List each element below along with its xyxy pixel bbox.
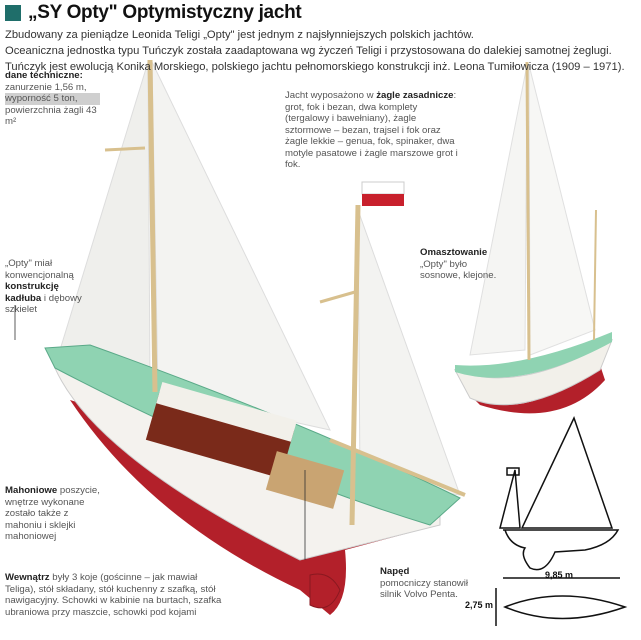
small-yacht-hull-red bbox=[470, 365, 605, 414]
planking-note: Mahoniowe poszycie, wnętrze wykonane zos… bbox=[5, 485, 105, 543]
note-text: i dębowy szkielet bbox=[5, 292, 82, 316]
small-yacht-mast bbox=[525, 61, 531, 361]
intro-line: Oceaniczna jednostka typu Tuńczyk został… bbox=[5, 45, 612, 57]
cabin bbox=[145, 391, 295, 479]
small-yacht-sail bbox=[528, 64, 596, 356]
beam-label: 2,75 m bbox=[465, 600, 494, 610]
note-bold: Omasztowanie bbox=[420, 247, 488, 258]
specs-block: dane techniczne: zanurzenie 1,56 m, wypo… bbox=[5, 70, 100, 128]
note-text: poszycie, wnętrze wykonane zostało także… bbox=[5, 485, 100, 542]
interior-note: Wewnątrz były 3 koje (gościnne – jak maw… bbox=[5, 572, 227, 618]
rudder bbox=[309, 573, 341, 609]
sails-note: Jacht wyposażono w żagle zasadnicze: gro… bbox=[285, 90, 460, 171]
note-text: pomocniczy stanowił silnik Volvo Penta. bbox=[380, 577, 468, 601]
intro-line: Zbudowany za pieniądze Leonida Teligi „O… bbox=[5, 29, 474, 41]
note-text: były 3 koje (gościnne – jak mawiał Telig… bbox=[5, 572, 222, 618]
length-label: 9,85 m bbox=[545, 570, 574, 580]
mast-note: Omasztowanie„Opty" było sosnowe, klejone… bbox=[420, 247, 500, 282]
note-text: „Opty" było sosnowe, klejone. bbox=[420, 258, 497, 282]
mizzen-mast bbox=[349, 204, 361, 526]
spec-item: wyporność 5 ton, bbox=[5, 93, 100, 105]
spec-item: zanurzenie 1,56 m, bbox=[5, 81, 87, 93]
spreader bbox=[319, 290, 356, 304]
cabin-roof bbox=[156, 382, 297, 442]
boom bbox=[329, 438, 466, 497]
intro-text: Zbudowany za pieniądze Leonida Teligi „O… bbox=[5, 27, 641, 75]
note-bold: konstrukcję kadłuba bbox=[5, 281, 59, 304]
spreader bbox=[104, 146, 146, 152]
specs-heading: dane techniczne: bbox=[5, 70, 83, 81]
intro-line: Tuńczyk jest ewolucją Konika Morskiego, … bbox=[5, 61, 625, 73]
note-bold: żagle zasadnicze bbox=[376, 90, 454, 101]
sail-icon bbox=[5, 5, 21, 21]
small-yacht-mizzen bbox=[593, 209, 597, 341]
polish-flag bbox=[361, 181, 405, 195]
blueprint bbox=[495, 416, 628, 626]
polish-flag-red bbox=[362, 194, 404, 206]
hull-note: „Opty" miał konwencjonalną konstrukcję k… bbox=[5, 258, 95, 316]
small-yacht-deck bbox=[455, 332, 612, 378]
note-bold: Wewnątrz bbox=[5, 572, 50, 583]
note-text: „Opty" miał konwencjonalną bbox=[5, 258, 74, 281]
spec-item: powierzchnia żagli 43 m² bbox=[5, 104, 97, 128]
main-mast bbox=[147, 59, 158, 393]
note-bold: Mahoniowe bbox=[5, 485, 58, 496]
small-yacht-sail bbox=[469, 64, 528, 356]
note-text: Jacht wyposażono w bbox=[285, 90, 377, 101]
note-text: : grot, fok i bezan, dwa komplety (terga… bbox=[285, 90, 458, 170]
page-title: „SY Opty" Optymistyczny jacht bbox=[28, 2, 302, 23]
note-bold: Napęd bbox=[380, 566, 410, 577]
